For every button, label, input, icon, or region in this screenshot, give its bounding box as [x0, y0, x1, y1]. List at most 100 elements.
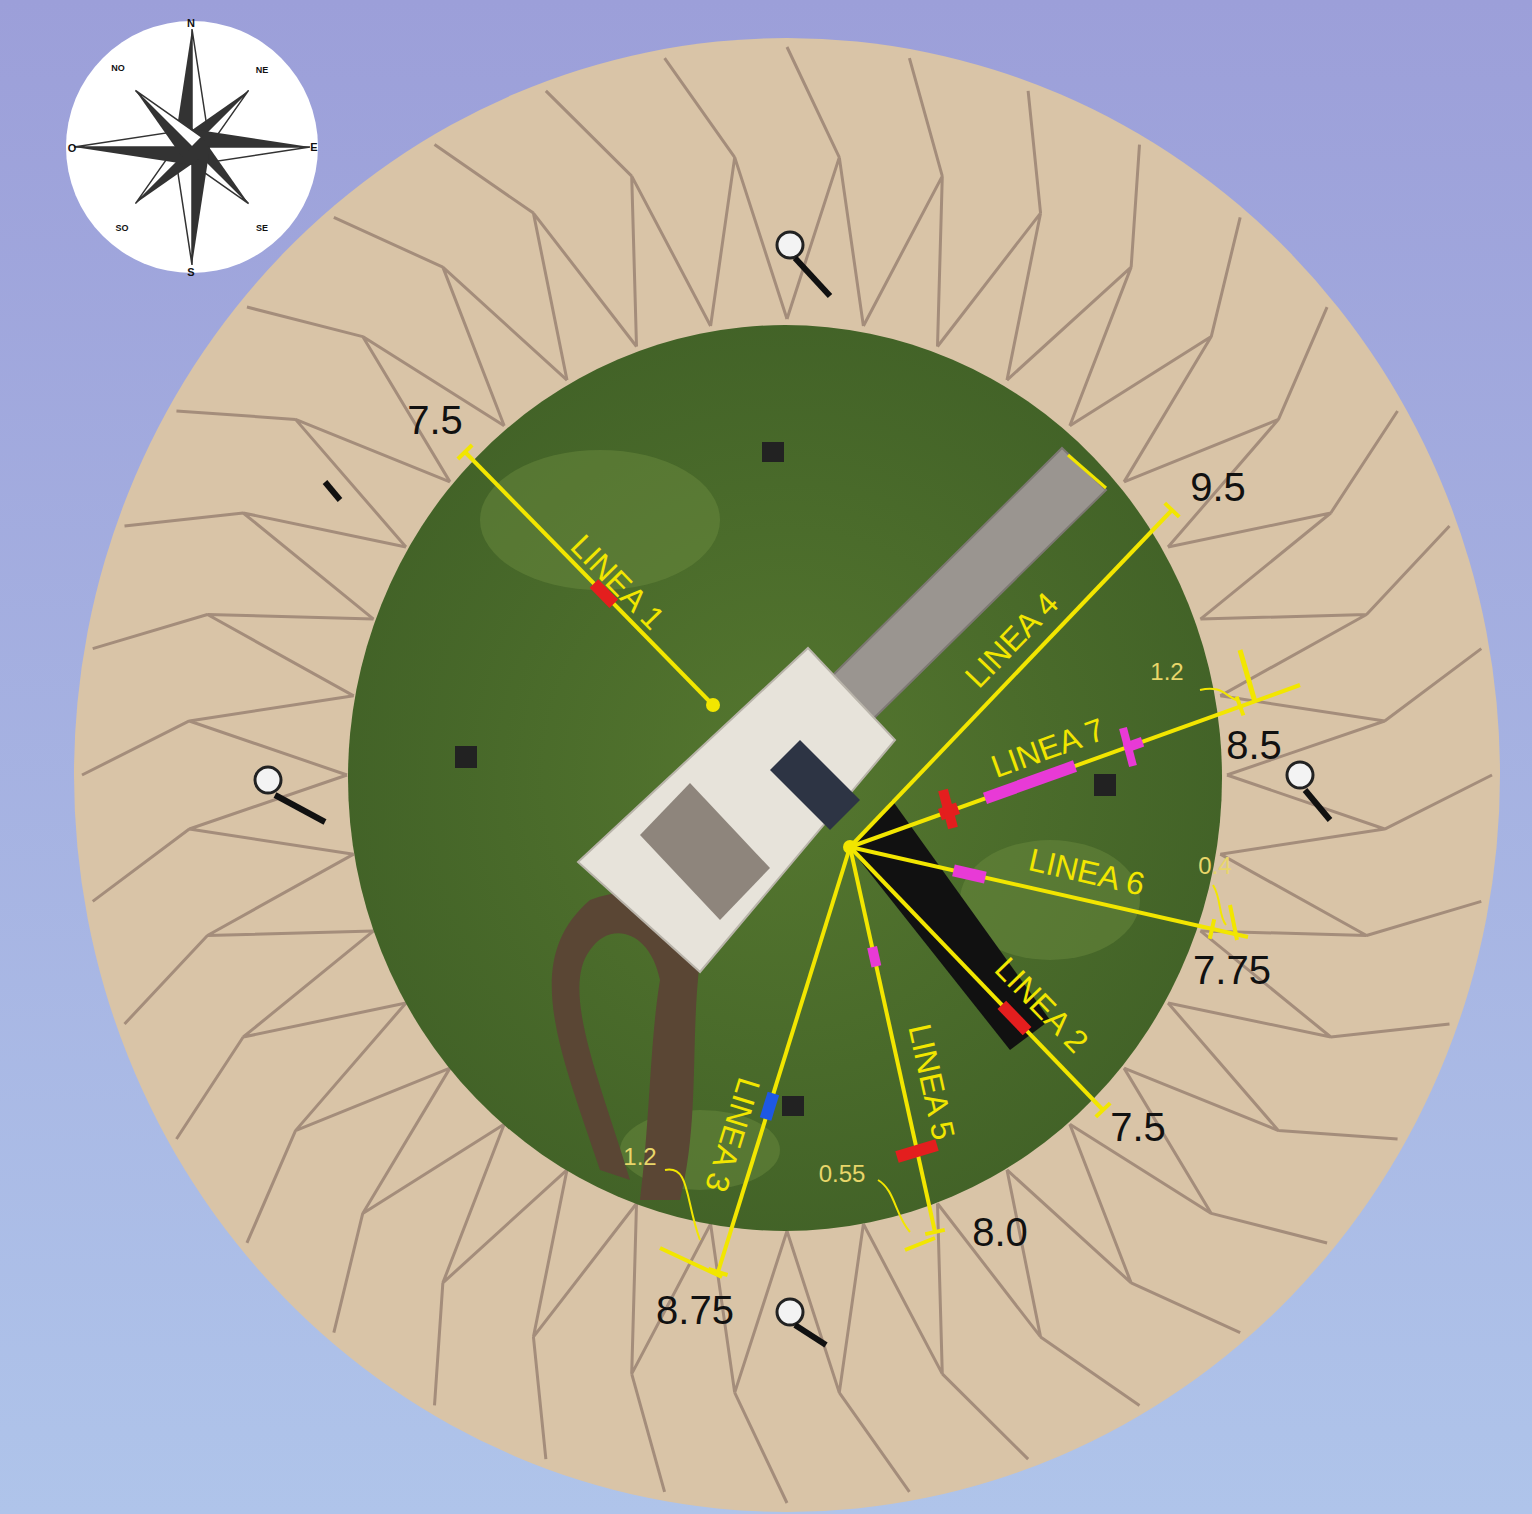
paving-line — [1168, 411, 1397, 619]
start-point — [706, 698, 720, 712]
paving-line — [247, 1003, 450, 1243]
length-value: 8.75 — [656, 1290, 734, 1330]
paving-line — [1168, 931, 1449, 1037]
paving-line — [93, 775, 354, 901]
paving-line — [125, 513, 406, 619]
length-value: 8.5 — [1226, 725, 1282, 765]
paving-line — [787, 1224, 909, 1492]
paving-line — [1220, 775, 1492, 854]
paving-line — [533, 1170, 636, 1459]
line-label: LINEA 2 — [990, 952, 1095, 1059]
offset-bracket — [660, 1248, 722, 1277]
paving-line — [665, 58, 787, 326]
paving-line — [435, 1124, 568, 1405]
paving-line — [334, 1068, 504, 1333]
monument-base — [578, 648, 895, 972]
paving-line — [1200, 526, 1449, 696]
end-tick — [458, 445, 472, 459]
survey-line — [465, 452, 713, 705]
paving-line — [1200, 854, 1481, 935]
compass-direction: SO — [115, 224, 128, 233]
length-value: 8.0 — [972, 1212, 1028, 1252]
paving-line — [1220, 649, 1481, 775]
sample-mark — [953, 870, 985, 877]
paving-line — [125, 854, 374, 1024]
paving-line — [632, 1203, 711, 1491]
ground-lights — [455, 442, 1116, 1116]
line-label: LINEA 5 — [904, 1021, 961, 1143]
paving-line — [176, 931, 405, 1139]
compass-point — [192, 129, 310, 147]
end-tick — [1165, 503, 1179, 517]
paving-line — [937, 1170, 1139, 1406]
offset-value: 1.2 — [623, 1145, 656, 1169]
compass-direction: E — [310, 142, 317, 153]
survey-line — [850, 685, 1300, 847]
end-tick — [1237, 697, 1244, 716]
paving-line — [93, 615, 374, 696]
survey-line — [718, 847, 850, 1272]
leader-line — [1200, 689, 1236, 700]
end-tick — [925, 1230, 945, 1234]
line-label: LINEA 4 — [960, 587, 1065, 694]
length-value: 7.75 — [1193, 950, 1271, 990]
paving-line — [863, 58, 942, 346]
compass-direction: NO — [111, 64, 125, 73]
paving-pattern — [82, 47, 1492, 1503]
offset-value: 0.4 — [1198, 854, 1231, 878]
line-label: LINEA 3 — [700, 1074, 765, 1196]
paving-line — [546, 91, 711, 347]
line-label: LINEA 6 — [1026, 843, 1148, 900]
monument-figure — [770, 740, 860, 830]
lamp-shadows — [275, 258, 1330, 1345]
compass-point — [74, 147, 192, 165]
paving-line — [435, 145, 637, 381]
compass-direction: NE — [256, 66, 269, 75]
survey-line — [850, 510, 1172, 847]
offset-value: 0.55 — [819, 1162, 866, 1186]
monument-steps — [640, 783, 770, 920]
paving-line — [711, 1224, 787, 1503]
sample-mark — [1123, 728, 1133, 766]
offset-bracket — [905, 1238, 935, 1250]
paving-line — [1070, 1068, 1327, 1243]
paving-line — [937, 91, 1040, 380]
survey-lines — [458, 445, 1300, 1277]
offset-bracket — [1230, 905, 1237, 940]
survey-line — [850, 847, 1103, 1110]
paving-line — [1124, 307, 1327, 547]
paving-line — [1007, 1124, 1240, 1332]
line-label: LINEA 7 — [987, 713, 1108, 783]
sample-mark — [872, 947, 876, 966]
compass-direction: SE — [256, 224, 268, 233]
paving-line — [82, 696, 354, 775]
compass-rose — [66, 21, 318, 273]
width-mark — [1068, 455, 1106, 488]
compass-direction: O — [68, 143, 77, 154]
lawn — [348, 325, 1222, 1231]
length-value: 7.5 — [1110, 1107, 1166, 1147]
compass-point — [135, 90, 201, 147]
leader-line — [1213, 885, 1226, 925]
paved-plaza — [74, 38, 1500, 1512]
compass-direction: S — [187, 267, 194, 278]
paving-line — [863, 1203, 1028, 1459]
length-value: 9.5 — [1190, 467, 1246, 507]
sample-mark — [766, 1094, 774, 1120]
line-label: LINEA 1 — [565, 529, 670, 635]
walkway — [830, 448, 1106, 720]
sample-mark — [897, 1145, 937, 1157]
paving-line — [787, 47, 863, 326]
start-point — [843, 840, 857, 854]
leader-line — [878, 1180, 910, 1232]
paving-line — [334, 217, 567, 425]
end-tick — [1096, 1103, 1110, 1117]
sample-mark — [943, 790, 953, 828]
compass-direction: N — [187, 18, 195, 29]
paving-line — [247, 307, 504, 482]
length-value: 7.5 — [407, 400, 463, 440]
paving-line — [1007, 145, 1140, 426]
offset-bracket — [1240, 650, 1255, 702]
